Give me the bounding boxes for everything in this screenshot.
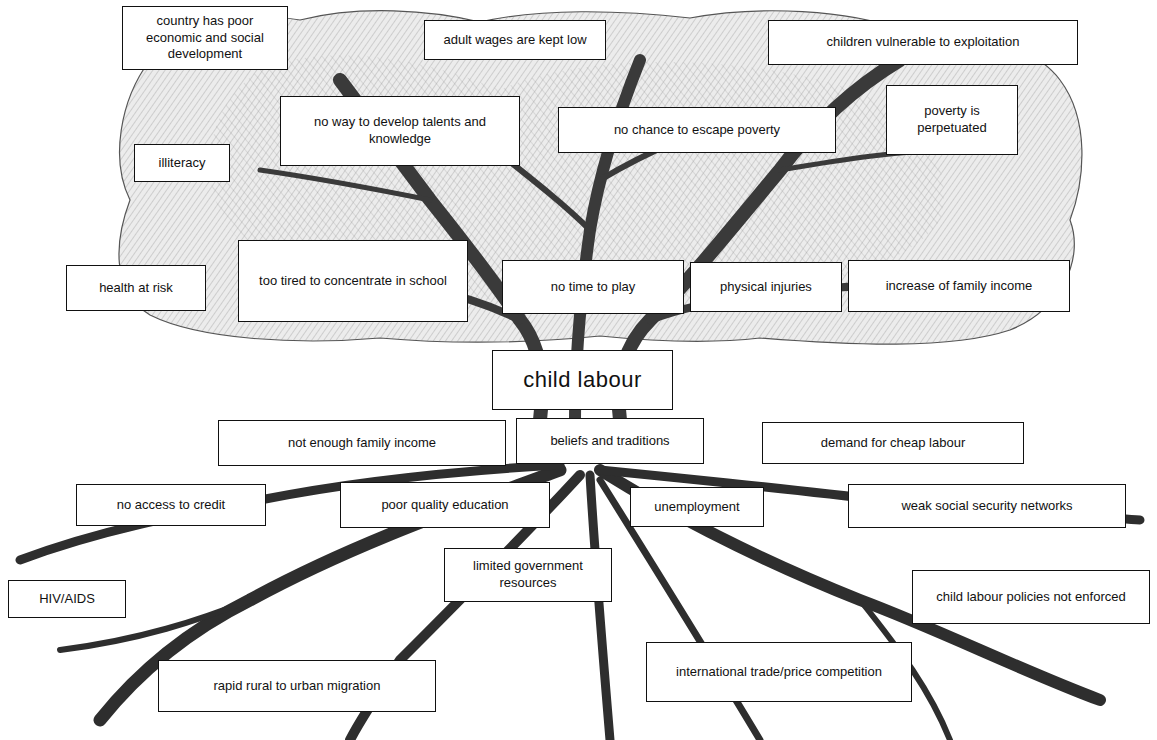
tree-box: demand for cheap labour (762, 422, 1024, 464)
tree-box: no chance to escape poverty (558, 107, 836, 153)
roots (20, 465, 1140, 740)
box-label: physical injuries (720, 279, 812, 296)
box-label: no time to play (551, 279, 636, 296)
box-label: child labour policies not enforced (936, 589, 1125, 606)
box-label: poor quality education (381, 497, 508, 514)
tree-box: limited government resources (444, 548, 612, 602)
box-label: increase of family income (886, 278, 1033, 295)
box-label: demand for cheap labour (821, 435, 966, 452)
box-label: too tired to concentrate in school (259, 273, 447, 290)
tree-box: rapid rural to urban migration (158, 660, 436, 712)
tree-box: health at risk (66, 265, 206, 311)
tree-box: international trade/price competition (646, 642, 912, 702)
box-label: no access to credit (117, 497, 225, 514)
tree-box: illiteracy (134, 144, 230, 182)
box-label: no chance to escape poverty (614, 122, 780, 139)
box-label: no way to develop talents and knowledge (287, 114, 513, 148)
box-label: child labour (523, 366, 642, 395)
box-label: rapid rural to urban migration (214, 678, 381, 695)
tree-box: no time to play (502, 260, 684, 314)
box-label: health at risk (99, 280, 173, 297)
tree-box: no way to develop talents and knowledge (280, 96, 520, 166)
box-label: beliefs and traditions (550, 433, 669, 450)
tree-box: too tired to concentrate in school (238, 240, 468, 322)
box-label: unemployment (654, 499, 739, 516)
tree-box: not enough family income (218, 420, 506, 466)
tree-box: adult wages are kept low (424, 20, 606, 60)
tree-box: beliefs and traditions (516, 418, 704, 464)
box-label: not enough family income (288, 435, 436, 452)
tree-box: HIV/AIDS (8, 580, 126, 618)
box-label: limited government resources (451, 558, 605, 592)
box-label: children vulnerable to exploitation (827, 34, 1020, 51)
tree-box: increase of family income (848, 260, 1070, 312)
box-label: country has poor economic and social dev… (129, 13, 281, 64)
box-label: illiteracy (159, 155, 206, 172)
tree-box: weak social security networks (848, 484, 1126, 528)
box-label: poverty is perpetuated (893, 103, 1011, 137)
tree-box: poor quality education (340, 482, 550, 528)
tree-box: country has poor economic and social dev… (122, 6, 288, 70)
box-label: adult wages are kept low (443, 32, 586, 49)
tree-box: poverty is perpetuated (886, 85, 1018, 155)
tree-box: physical injuries (690, 262, 842, 312)
box-label: weak social security networks (901, 498, 1072, 515)
tree-box: child labour policies not enforced (912, 570, 1150, 624)
box-label: HIV/AIDS (39, 591, 95, 608)
tree-box: unemployment (630, 487, 764, 527)
core-problem-box: child labour (492, 350, 673, 410)
box-label: international trade/price competition (676, 664, 882, 681)
tree-box: no access to credit (76, 484, 266, 526)
tree-box: children vulnerable to exploitation (768, 20, 1078, 65)
